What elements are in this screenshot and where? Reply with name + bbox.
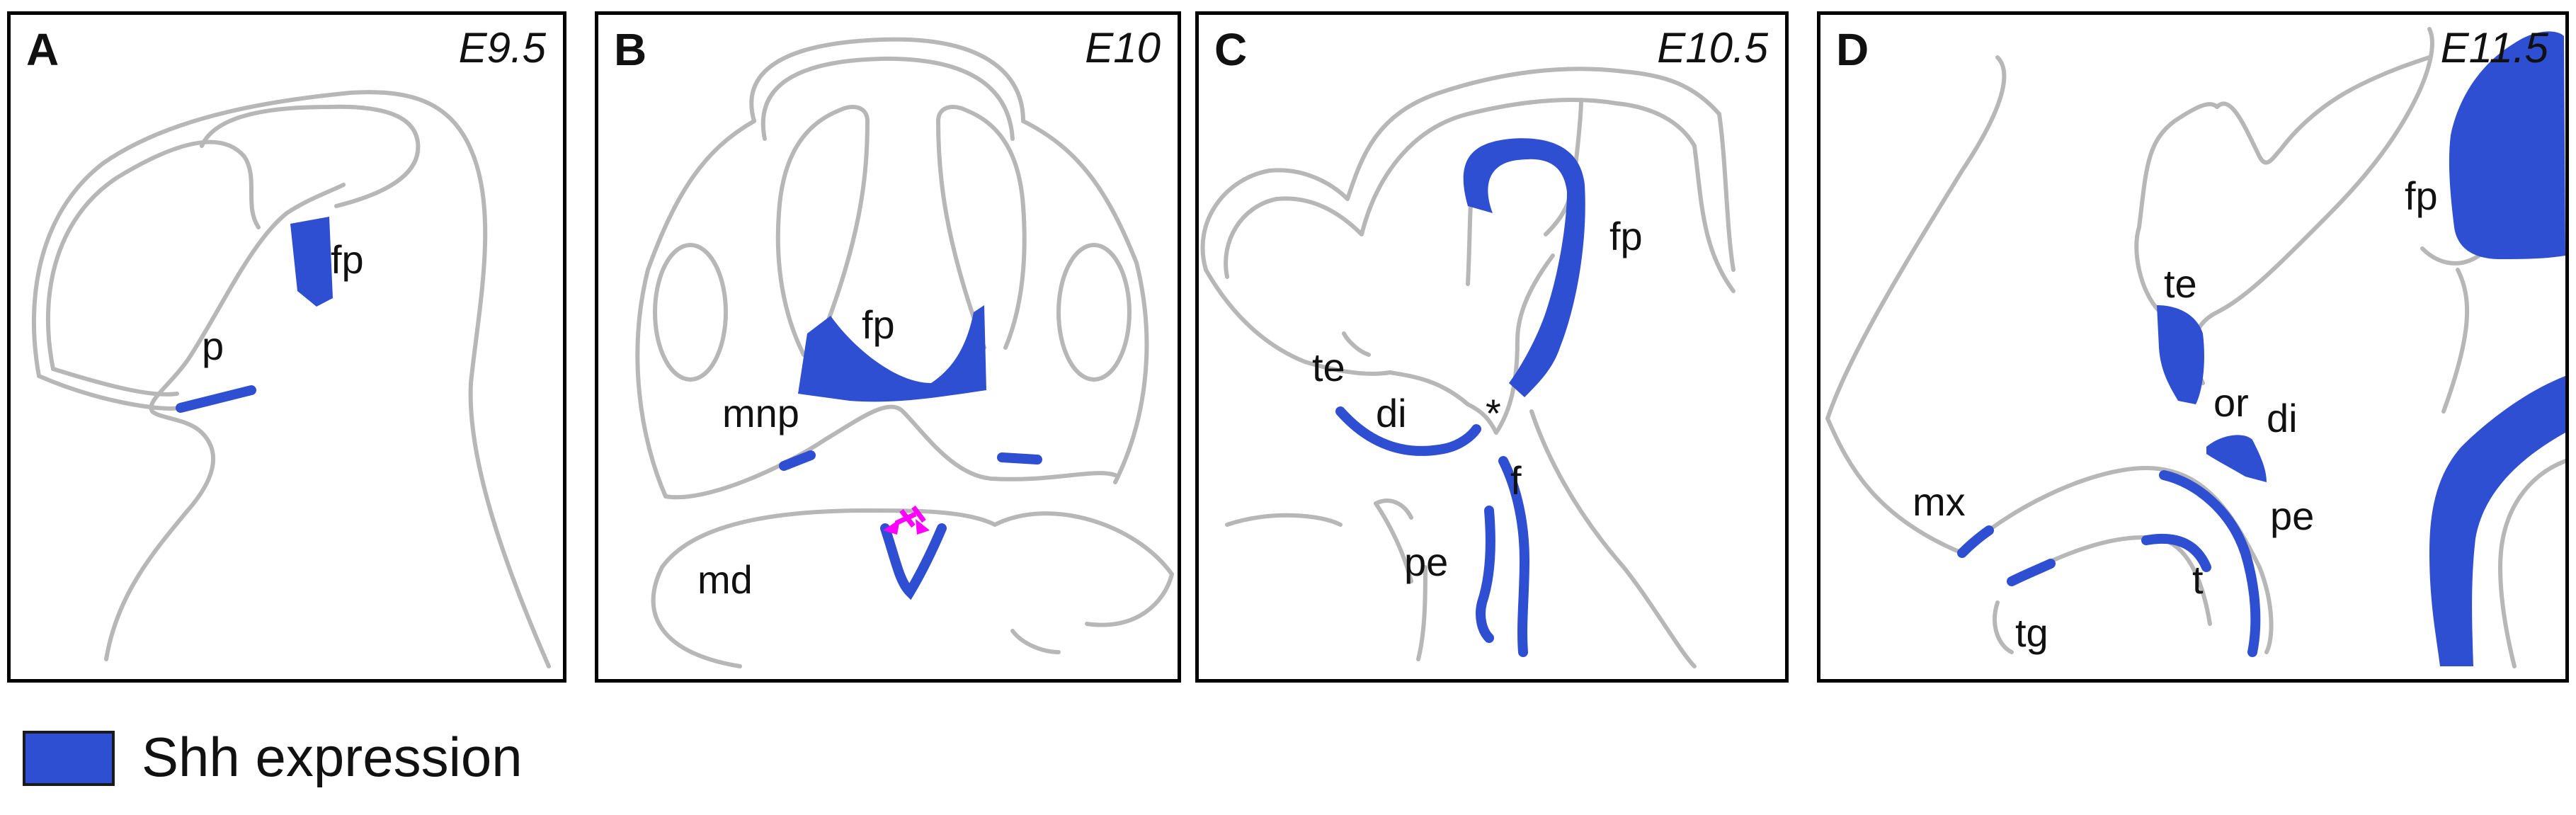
shh-te-di <box>1335 406 1481 456</box>
shh-f <box>1498 456 1530 657</box>
shh-fp-d-upper <box>2449 31 2565 259</box>
label-fp: fp <box>1609 214 1643 258</box>
shh-fp-c <box>1463 138 1585 397</box>
label-fp: fp <box>331 237 364 282</box>
label-mx: mx <box>1913 479 1966 524</box>
label-tg: tg <box>2015 610 2048 655</box>
arrowhead-left <box>883 519 900 535</box>
label-pe: pe <box>1404 540 1449 584</box>
panel-b: B E10 fp mnp md <box>595 11 1181 683</box>
shh-pe-d <box>2159 470 2261 657</box>
stage-label: E10 <box>1085 24 1161 72</box>
shh-pe <box>1476 506 1495 643</box>
shh-fp-a <box>290 217 333 307</box>
label-mnp: mnp <box>722 391 799 435</box>
panel-label: C <box>1214 24 1248 75</box>
panel-a: A E9.5 fp p <box>7 11 566 683</box>
label-asterisk: * <box>1486 391 1501 435</box>
shh-fp-d-lower <box>2429 376 2565 666</box>
stage-label: E9.5 <box>458 24 546 72</box>
panel-a-drawing <box>31 90 551 668</box>
shh-mnp-right <box>997 452 1042 465</box>
label-pe: pe <box>2270 494 2315 538</box>
shh-fp-b <box>798 305 986 402</box>
arrowhead-right <box>916 519 930 535</box>
shh-md <box>880 523 947 600</box>
legend-label: Shh expression <box>142 726 523 788</box>
label-or: or <box>2213 380 2249 425</box>
panel-d: D E11.5 fp te or di mx pe t tg <box>1817 11 2569 683</box>
shh-tg <box>2007 559 2056 586</box>
label-di: di <box>2267 396 2298 440</box>
label-p: p <box>202 324 224 368</box>
panel-c-drawing <box>1200 67 1736 668</box>
shh-t <box>2141 533 2211 572</box>
label-te: te <box>1312 345 1345 389</box>
panel-label: A <box>26 24 59 75</box>
panel-c: C E10.5 fp te di * f pe <box>1195 11 1789 683</box>
stage-label: E10.5 <box>1657 24 1768 72</box>
shh-mnp-left <box>779 450 816 471</box>
label-t: t <box>2192 557 2204 602</box>
shh-p-a <box>176 385 256 413</box>
label-f: f <box>1510 458 1522 503</box>
label-md: md <box>697 557 753 602</box>
label-di: di <box>1376 391 1407 435</box>
shh-mx <box>1957 525 1994 558</box>
shh-di-d <box>2206 435 2267 482</box>
panel-b-drawing <box>635 37 1174 668</box>
label-te: te <box>2164 261 2197 306</box>
legend-swatch <box>23 731 115 786</box>
stage-label: E11.5 <box>2440 24 2548 72</box>
shh-te-d <box>2157 305 2204 404</box>
panel-label: B <box>614 24 647 75</box>
panel-label: D <box>1836 24 1869 75</box>
label-fp: fp <box>862 302 895 347</box>
label-fp: fp <box>2405 173 2438 218</box>
panel-d-drawing <box>1825 27 2565 668</box>
